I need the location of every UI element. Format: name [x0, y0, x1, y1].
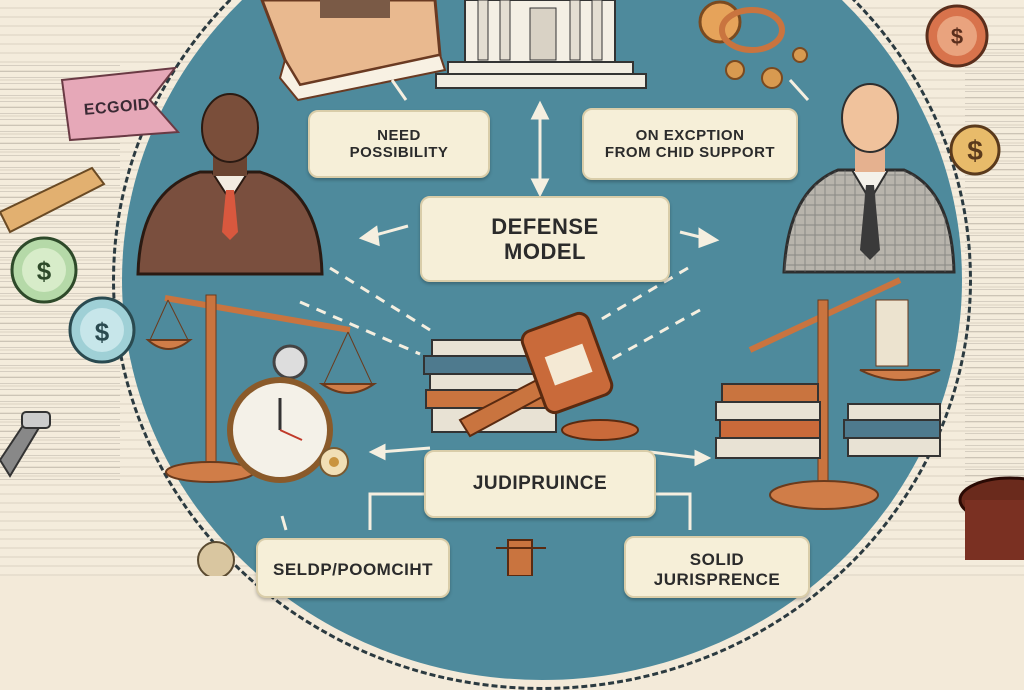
box-exception-child-support[interactable]: ON EXCPTION FROM CHID SUPPORT [582, 108, 798, 180]
box-bottom-left-line-1: SELDP/POOMCIHT [272, 560, 433, 579]
law-book-icon [260, 0, 447, 102]
box-need-line-1: NEED [377, 126, 421, 144]
box-jurisprudence[interactable]: JUDIPRUINCE [424, 450, 656, 518]
pen-icon [0, 166, 106, 478]
gavel-icon [958, 476, 1024, 560]
svg-text:$: $ [967, 135, 983, 166]
lawyer-figure [782, 83, 956, 274]
box-exception-line-2: FROM CHID SUPPORT [604, 144, 776, 161]
svg-text:$: $ [37, 256, 52, 286]
box-solid-line-2: JURISPRENCE [653, 569, 781, 589]
flower-icon [197, 541, 235, 576]
scale-icon [748, 277, 941, 510]
box-need-possibility[interactable]: NEED POSSIBILITY [308, 110, 490, 178]
dollar-coin-icon: $ [925, 4, 989, 68]
newspaper-right [965, 40, 1024, 500]
box-exception-line-1: ON EXCPTION [635, 126, 745, 144]
dollar-coin-icon: $ [10, 236, 78, 304]
judge-figure [136, 93, 324, 276]
court-building-icon [435, 0, 647, 89]
justice-statue-icon [496, 539, 546, 576]
box-defense-line-1: DEFENSE [491, 213, 599, 239]
book-stack-icon [715, 383, 941, 459]
box-solid-jurisprudence[interactable]: SOLID JURISPRENCE [624, 536, 810, 598]
flower-icon [319, 447, 349, 477]
ribbon-badge [60, 66, 181, 142]
box-jurisprudence-line-1: JUDIPRUINCE [472, 473, 608, 495]
svg-text:$: $ [95, 317, 110, 347]
illustration-layer: $ $ $ $ [0, 0, 1024, 576]
box-need-line-2: POSSIBILITY [349, 144, 449, 161]
box-defense-model[interactable]: DEFENSE MODEL [420, 196, 670, 282]
box-bottom-left[interactable]: SELDP/POOMCIHT [256, 538, 450, 598]
box-solid-line-1: SOLID [689, 550, 745, 569]
dollar-coin-icon: $ [949, 124, 1001, 176]
box-defense-line-2: MODEL [504, 239, 586, 264]
svg-text:$: $ [951, 24, 963, 49]
dollar-coin-icon: $ [68, 296, 136, 364]
gavel-icon [458, 311, 639, 441]
ring-and-coins-icon [698, 0, 808, 89]
clock-icon [227, 344, 333, 483]
